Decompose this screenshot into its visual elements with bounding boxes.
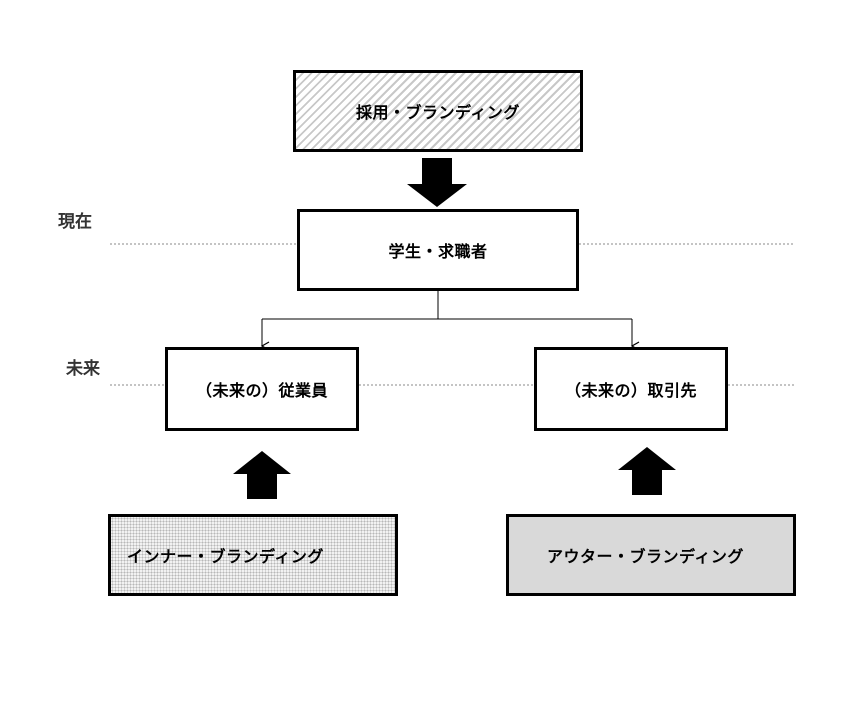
future-partners-label: （未来の）取引先 [564, 381, 697, 400]
level-label-future: 未来 [66, 359, 100, 379]
down-arrow-icon [407, 158, 467, 207]
future-employees-label: （未来の）従業員 [195, 381, 328, 400]
outer-branding-label: アウター・ブランディング [547, 547, 744, 566]
future-employees-box: （未来の）従業員 [165, 347, 359, 431]
students-jobseekers-box: 学生・求職者 [297, 209, 579, 291]
outer-branding-box: アウター・ブランディング [506, 514, 796, 596]
up-arrow-icon [233, 451, 291, 499]
recruit-branding-label: 採用・ブランディング [356, 103, 520, 122]
inner-branding-box: インナー・ブランディング [108, 514, 398, 596]
level-label-current: 現在 [58, 212, 92, 232]
inner-branding-label: インナー・ブランディング [127, 547, 324, 566]
up-arrow-icon [618, 447, 676, 495]
recruit-branding-box: 採用・ブランディング [293, 70, 583, 152]
students-jobseekers-label: 学生・求職者 [388, 242, 488, 261]
future-partners-box: （未来の）取引先 [534, 347, 728, 431]
